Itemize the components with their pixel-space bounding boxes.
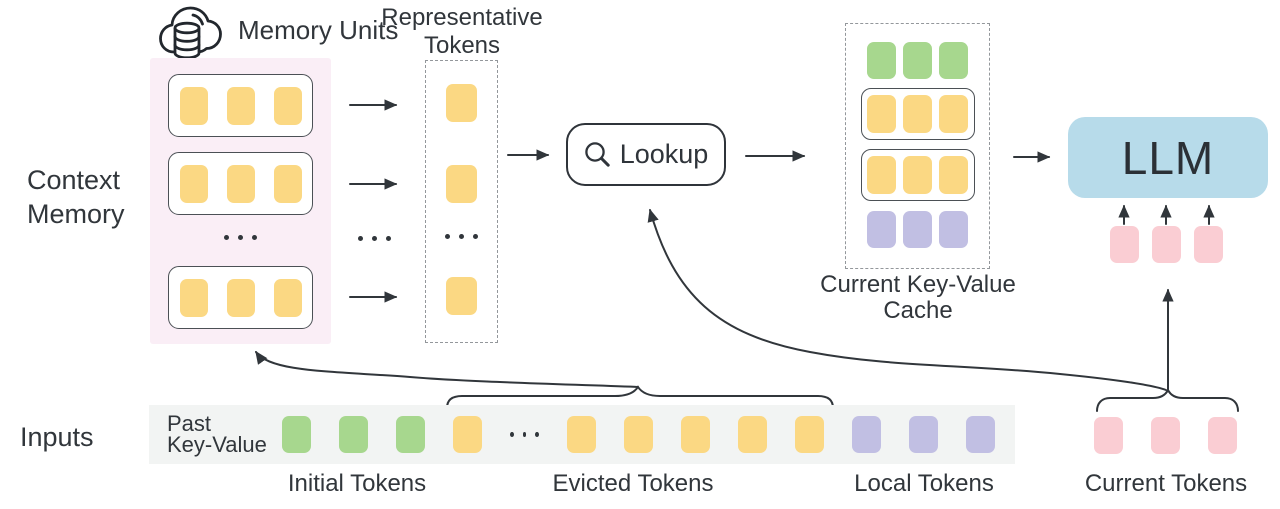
cache-memory-unit — [860, 149, 975, 201]
yellow-token — [446, 165, 477, 203]
memory-cloud-database-icon — [159, 6, 222, 60]
yellow-token — [738, 416, 767, 453]
yellow-token — [795, 416, 824, 453]
current-tokens-brace — [1096, 387, 1239, 412]
cache-memory-unit — [860, 88, 975, 140]
lookup-button: Lookup — [566, 123, 726, 186]
yellow-token — [939, 95, 968, 133]
purple-token — [867, 211, 896, 248]
cache-row-initial — [867, 42, 968, 79]
magnifier-icon — [584, 142, 610, 167]
yellow-token — [867, 156, 896, 194]
yellow-token — [567, 416, 596, 453]
cache-row-local — [867, 211, 968, 248]
ellipsis-dots — [358, 236, 391, 241]
memory-unit — [168, 74, 313, 137]
past-kv-label: Past Key-Value — [167, 411, 267, 457]
inputs-label: Inputs — [20, 422, 94, 452]
evicted-tokens-label: Evicted Tokens — [552, 470, 714, 497]
yellow-token — [903, 95, 932, 133]
llm-label: LLM — [1121, 131, 1215, 184]
representative-tokens-column — [425, 60, 498, 343]
green-token — [396, 416, 425, 453]
llm-box: LLM — [1068, 117, 1268, 198]
green-token — [939, 42, 968, 79]
arrow-evicted-to-memory — [255, 350, 639, 388]
local-tokens-label: Local Tokens — [854, 470, 994, 497]
purple-token — [852, 416, 881, 453]
representative-tokens-label: Representative Tokens — [381, 4, 543, 59]
yellow-token — [226, 278, 255, 317]
yellow-token — [179, 86, 208, 125]
current-tokens-label: Current Tokens — [1084, 470, 1248, 497]
green-token — [903, 42, 932, 79]
yellow-token — [273, 86, 302, 125]
current-kv-cache-label: Current Key-Value Cache — [820, 271, 1016, 324]
purple-token — [909, 416, 938, 453]
yellow-token — [179, 164, 208, 203]
initial-tokens-label: Initial Tokens — [287, 470, 427, 497]
current-kv-cache-box — [845, 23, 990, 269]
pink-token — [1110, 226, 1139, 263]
current-tokens-row — [1094, 417, 1237, 454]
yellow-token — [446, 84, 477, 122]
purple-token — [966, 416, 995, 453]
yellow-token — [273, 164, 302, 203]
green-token — [339, 416, 368, 453]
green-token — [867, 42, 896, 79]
yellow-token — [273, 278, 302, 317]
purple-token — [939, 211, 968, 248]
yellow-token — [903, 156, 932, 194]
lookup-label: Lookup — [619, 139, 709, 169]
yellow-token — [226, 86, 255, 125]
ellipsis-dots — [445, 234, 478, 239]
pink-token — [1152, 226, 1181, 263]
pink-token — [1151, 417, 1180, 454]
context-memory-panel — [150, 58, 331, 344]
pink-token — [1094, 417, 1123, 454]
yellow-token — [179, 278, 208, 317]
yellow-token — [226, 164, 255, 203]
llm-input-tokens — [1110, 226, 1223, 263]
ellipsis-dots — [510, 432, 540, 437]
green-token — [282, 416, 311, 453]
yellow-token — [453, 416, 482, 453]
yellow-token — [939, 156, 968, 194]
yellow-token — [867, 95, 896, 133]
past-kv-tokens — [282, 416, 995, 453]
memory-unit — [168, 152, 313, 215]
ellipsis-dots — [224, 235, 257, 240]
context-memory-label: Context Memory — [27, 165, 125, 229]
memory-units-label: Memory Units — [238, 15, 399, 45]
memory-unit — [168, 266, 313, 329]
pink-token — [1208, 417, 1237, 454]
purple-token — [903, 211, 932, 248]
yellow-token — [681, 416, 710, 453]
yellow-token — [446, 277, 477, 315]
pink-token — [1194, 226, 1223, 263]
yellow-token — [624, 416, 653, 453]
